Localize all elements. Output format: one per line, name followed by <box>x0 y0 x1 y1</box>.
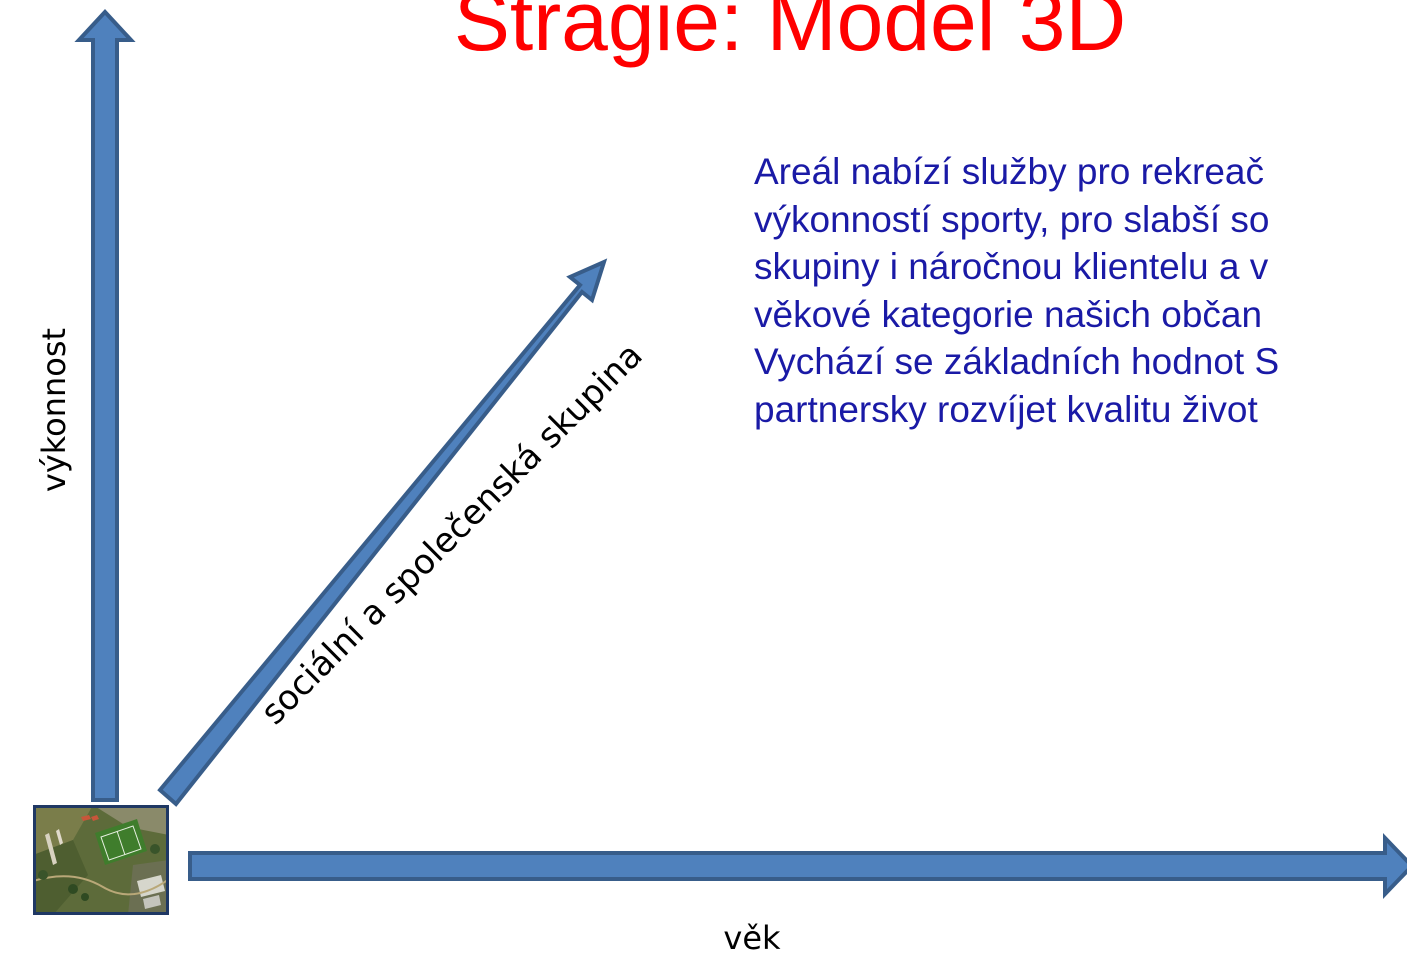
aerial-photo-thumbnail <box>33 805 169 915</box>
vertical-axis-label: výkonnost <box>35 327 73 493</box>
description-line: Areál nabízí služby pro rekreač <box>754 151 1265 192</box>
description-line: Vychází se základních hodnot S <box>754 341 1280 382</box>
vertical-axis-arrow <box>74 9 136 802</box>
horizontal-axis-label: věk <box>723 919 781 957</box>
strategy-description: Areál nabízí služby pro rekreač výkonnos… <box>754 148 1279 433</box>
description-line: skupiny i náročnou klientelu a v <box>754 246 1269 287</box>
description-line: výkonností sporty, pro slabší so <box>754 198 1270 240</box>
horizontal-axis-arrow <box>188 833 1407 899</box>
slide-title: Stragie: Model 3D <box>453 0 1127 68</box>
description-line: věkové kategorie našich občan <box>754 293 1263 335</box>
diagonal-axis-arrow <box>157 258 608 807</box>
description-line: partnersky rozvíjet kvalitu život <box>754 388 1258 430</box>
